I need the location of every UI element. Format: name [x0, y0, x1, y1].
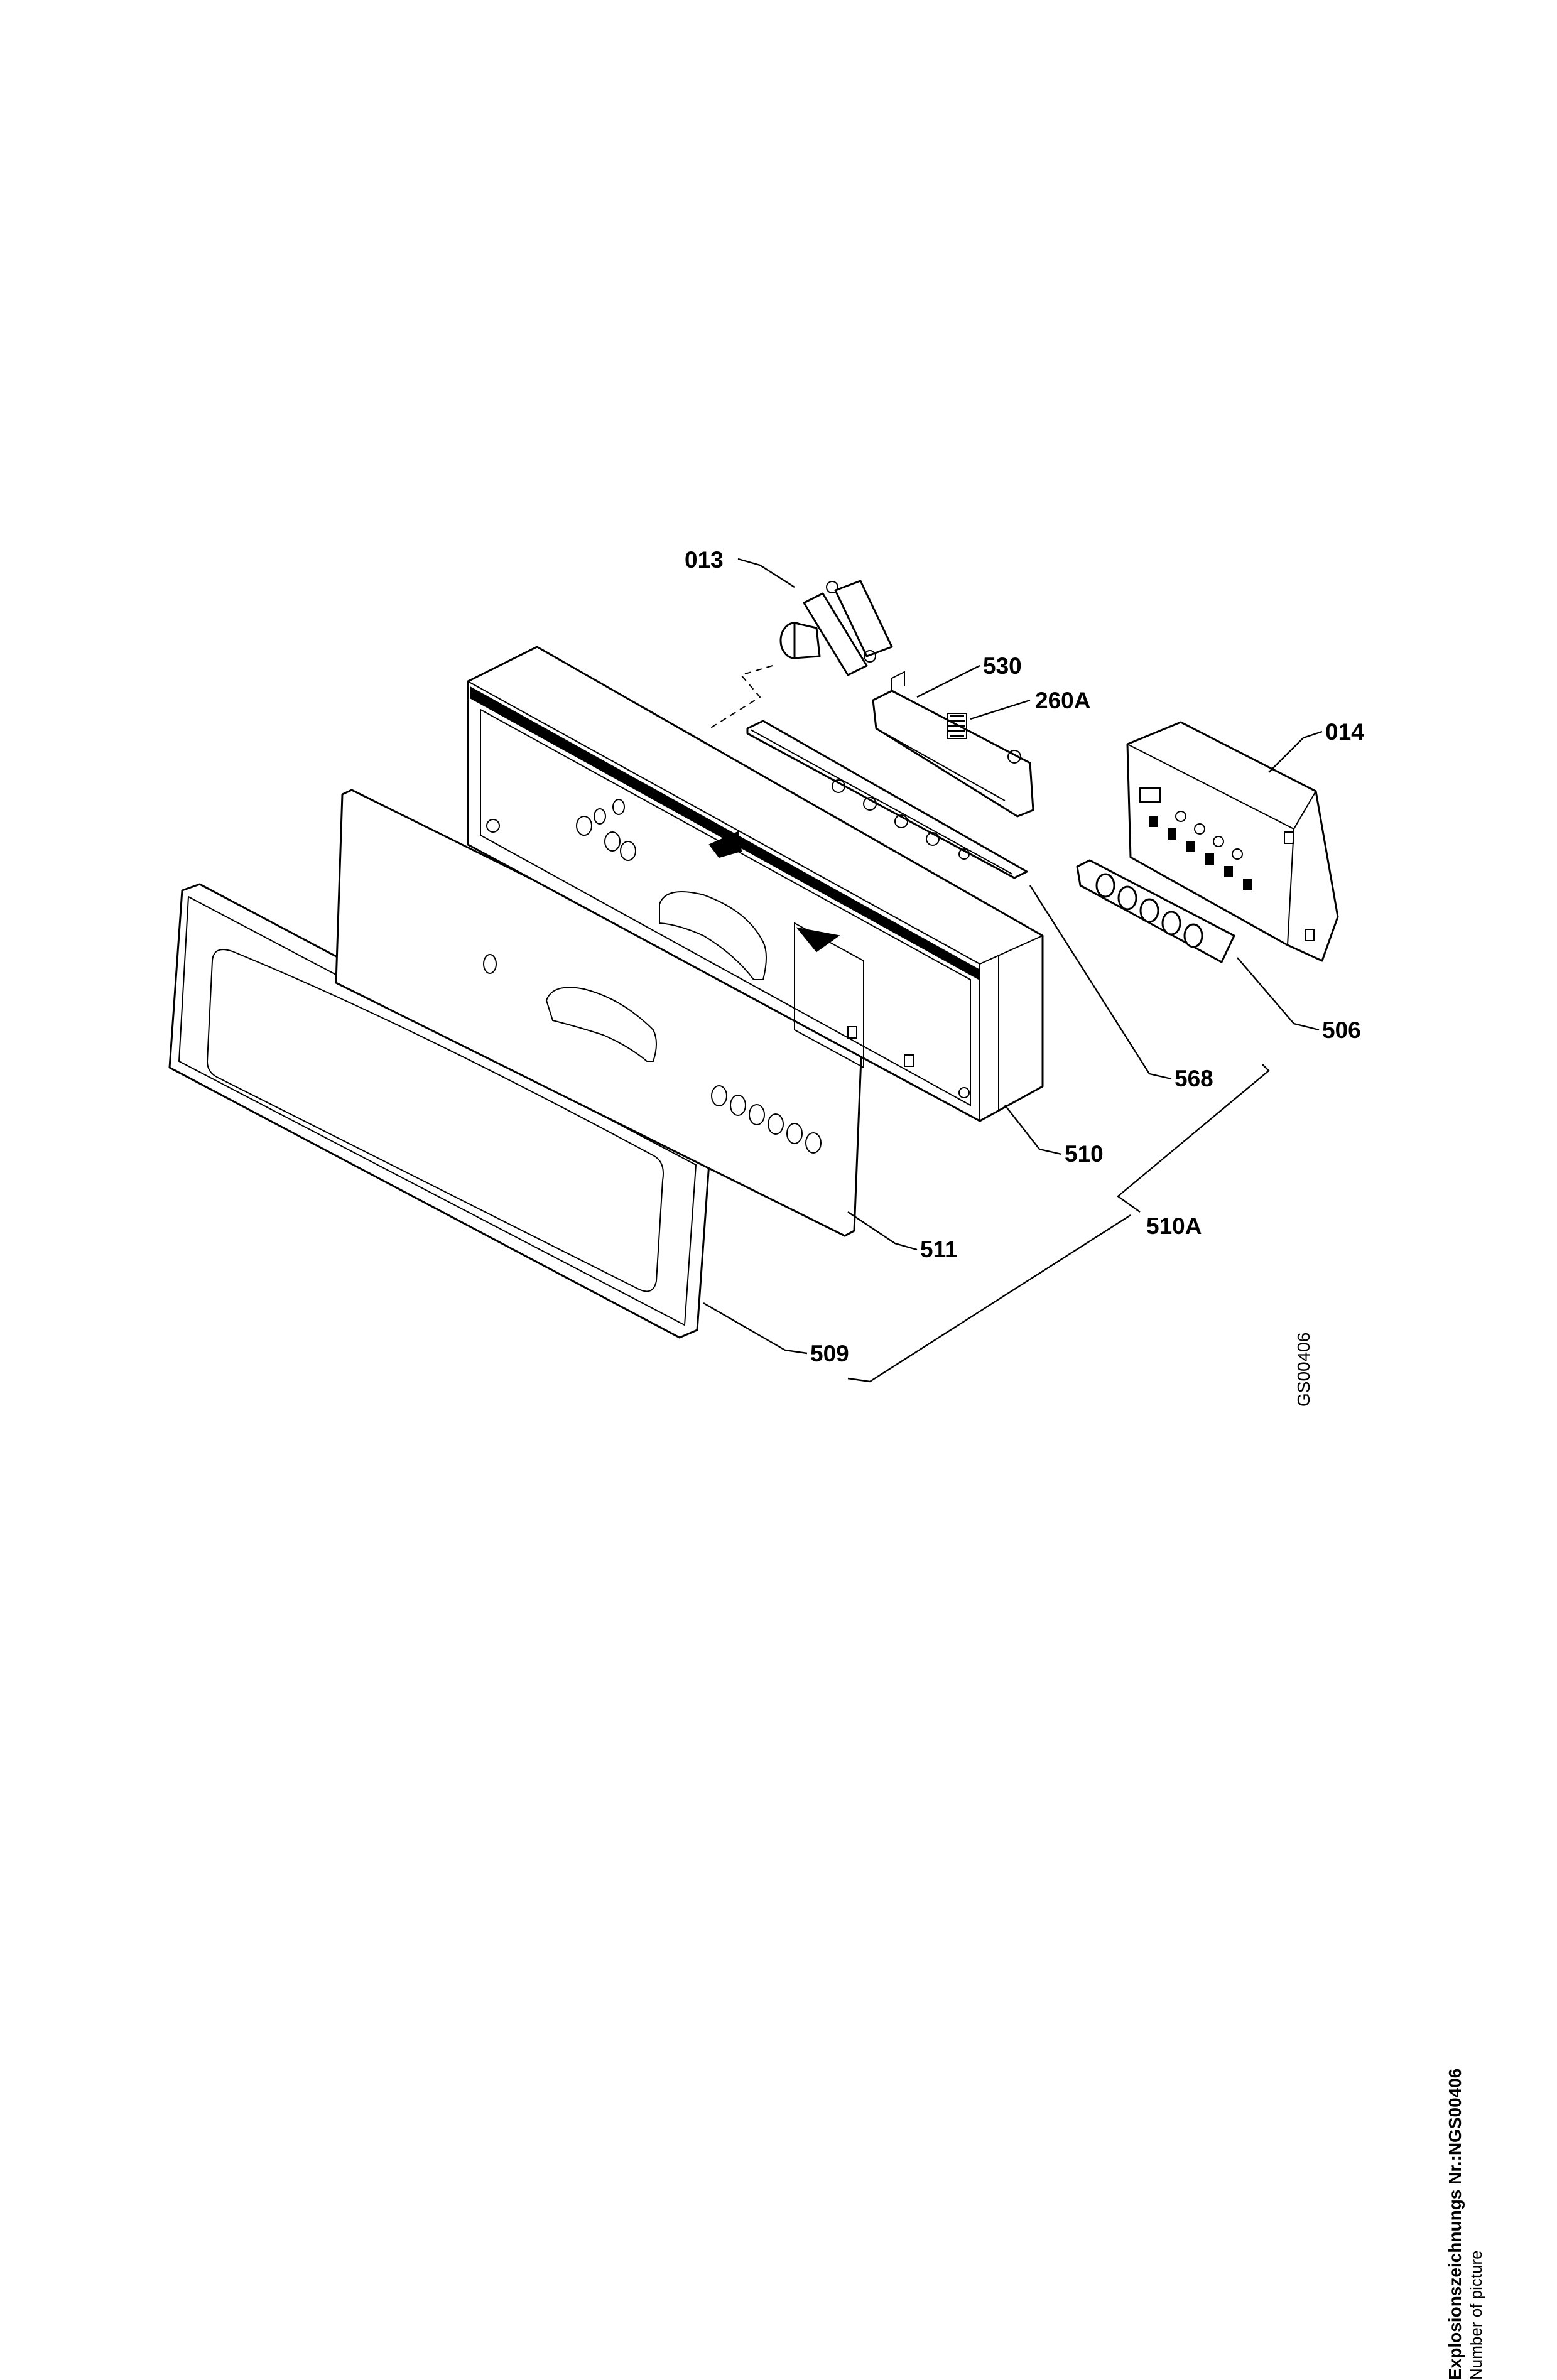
part-callouts: 013 530 260A 014 506 568 510 510A 511 50… — [685, 547, 1364, 1366]
housing-knob-holes — [576, 799, 636, 861]
callout-510A: 510A — [1146, 1213, 1202, 1239]
footer-title: Explosionszeichnungs Nr.:NGS00406 — [1445, 2068, 1465, 2380]
button-strip-buttons — [1095, 873, 1203, 948]
drawing-footer: Explosionszeichnungs Nr.:NGS00406 Number… — [1445, 2028, 1514, 2380]
part-013-switch — [779, 580, 893, 676]
callout-260A: 260A — [1035, 688, 1090, 713]
part-510-control-housing — [467, 646, 1044, 1122]
film-symbol-circles — [832, 779, 970, 860]
callout-014: 014 — [1325, 719, 1364, 745]
footer-subtitle: Number of picture — [1467, 2250, 1485, 2380]
front-panel-button-holes — [711, 1085, 822, 1154]
exploded-view-diagram: 013 530 260A 014 506 568 510 510A 511 50… — [168, 547, 1364, 1407]
part-260A-spring — [947, 713, 967, 739]
callout-568: 568 — [1175, 1066, 1213, 1091]
callout-530: 530 — [983, 653, 1022, 679]
callout-511: 511 — [920, 1236, 958, 1262]
leader-lines — [703, 558, 1323, 1383]
drawing-reference-code: GS00406 — [1294, 1333, 1313, 1407]
callout-510: 510 — [1065, 1141, 1104, 1167]
callout-013: 013 — [685, 547, 724, 573]
part-506-button-strip — [1076, 859, 1235, 963]
part-014-electronic-module — [1126, 721, 1339, 962]
callout-509: 509 — [810, 1341, 849, 1366]
module-contacts — [1149, 811, 1252, 890]
callout-506: 506 — [1322, 1017, 1361, 1043]
part-568-control-film — [746, 720, 1028, 879]
part-530-bracket — [872, 671, 1034, 818]
